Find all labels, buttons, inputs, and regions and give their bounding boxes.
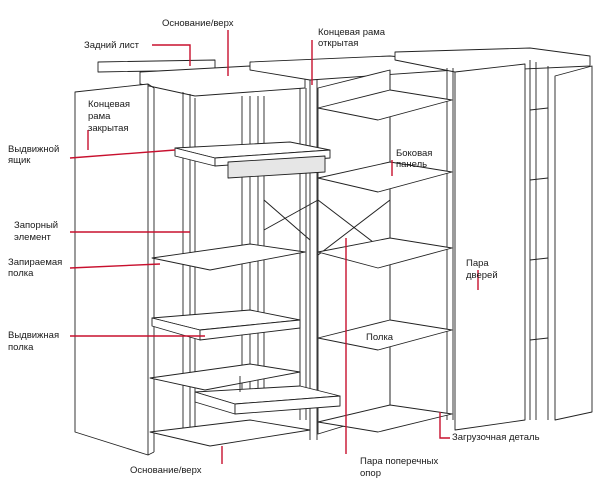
leader-lines <box>69 30 479 464</box>
label-back-sheet: Задний лист <box>84 40 140 51</box>
label-sliding-shelf-2: полка <box>8 342 34 353</box>
label-sliding-shelf-1: Выдвижная <box>8 330 60 341</box>
label-drawer-2: ящик <box>8 155 31 166</box>
middle-shelves <box>317 89 453 433</box>
label-door-pair-2: дверей <box>466 270 498 281</box>
label-cross-brace-1: Пара поперечных <box>360 456 439 467</box>
label-end-frame-closed-2: рама <box>88 111 111 122</box>
label-end-frame-open-2: открытая <box>318 38 359 49</box>
label-end-frame-closed-1: Концевая <box>88 99 131 110</box>
right-cabinet-top <box>394 47 591 73</box>
leader-loading-part <box>439 412 450 439</box>
drawer-box <box>174 141 331 179</box>
label-shelf: Полка <box>366 332 394 343</box>
leader-lockable-shelf <box>69 263 161 269</box>
label-end-frame-open-1: Концевая рама <box>318 27 386 38</box>
closed-end-frame <box>74 83 149 456</box>
right-cabinet-body <box>454 63 526 431</box>
sliding-tray <box>151 309 301 341</box>
right-door <box>554 65 593 421</box>
label-side-panel-2: панель <box>396 159 428 170</box>
cross-braces <box>263 199 391 256</box>
label-lock-element-2: элемент <box>14 232 51 243</box>
cabinet-drawing <box>74 47 593 456</box>
leader-back-sheet <box>152 44 191 66</box>
label-cross-brace-2: опор <box>360 468 381 479</box>
open-end-frame <box>257 80 318 440</box>
label-base-top-lower: Основание/верх <box>130 465 202 476</box>
right-cabinet <box>454 60 593 431</box>
leader-drawer <box>69 149 176 159</box>
label-side-panel-1: Боковая <box>396 148 433 159</box>
label-lock-element-1: Запорный <box>14 220 59 231</box>
base-panel <box>149 419 311 447</box>
label-drawer-1: Выдвижной <box>8 144 60 155</box>
label-loading-part: Загрузочная деталь <box>452 432 540 443</box>
label-end-frame-closed-3: закрытая <box>88 123 129 134</box>
label-door-pair-1: Пара <box>466 258 489 269</box>
label-base-top-upper: Основание/верх <box>162 18 234 29</box>
bottom-drawer-frame <box>194 372 341 415</box>
label-lockable-shelf-1: Запираемая <box>8 257 63 268</box>
label-lockable-shelf-2: полка <box>8 268 34 279</box>
